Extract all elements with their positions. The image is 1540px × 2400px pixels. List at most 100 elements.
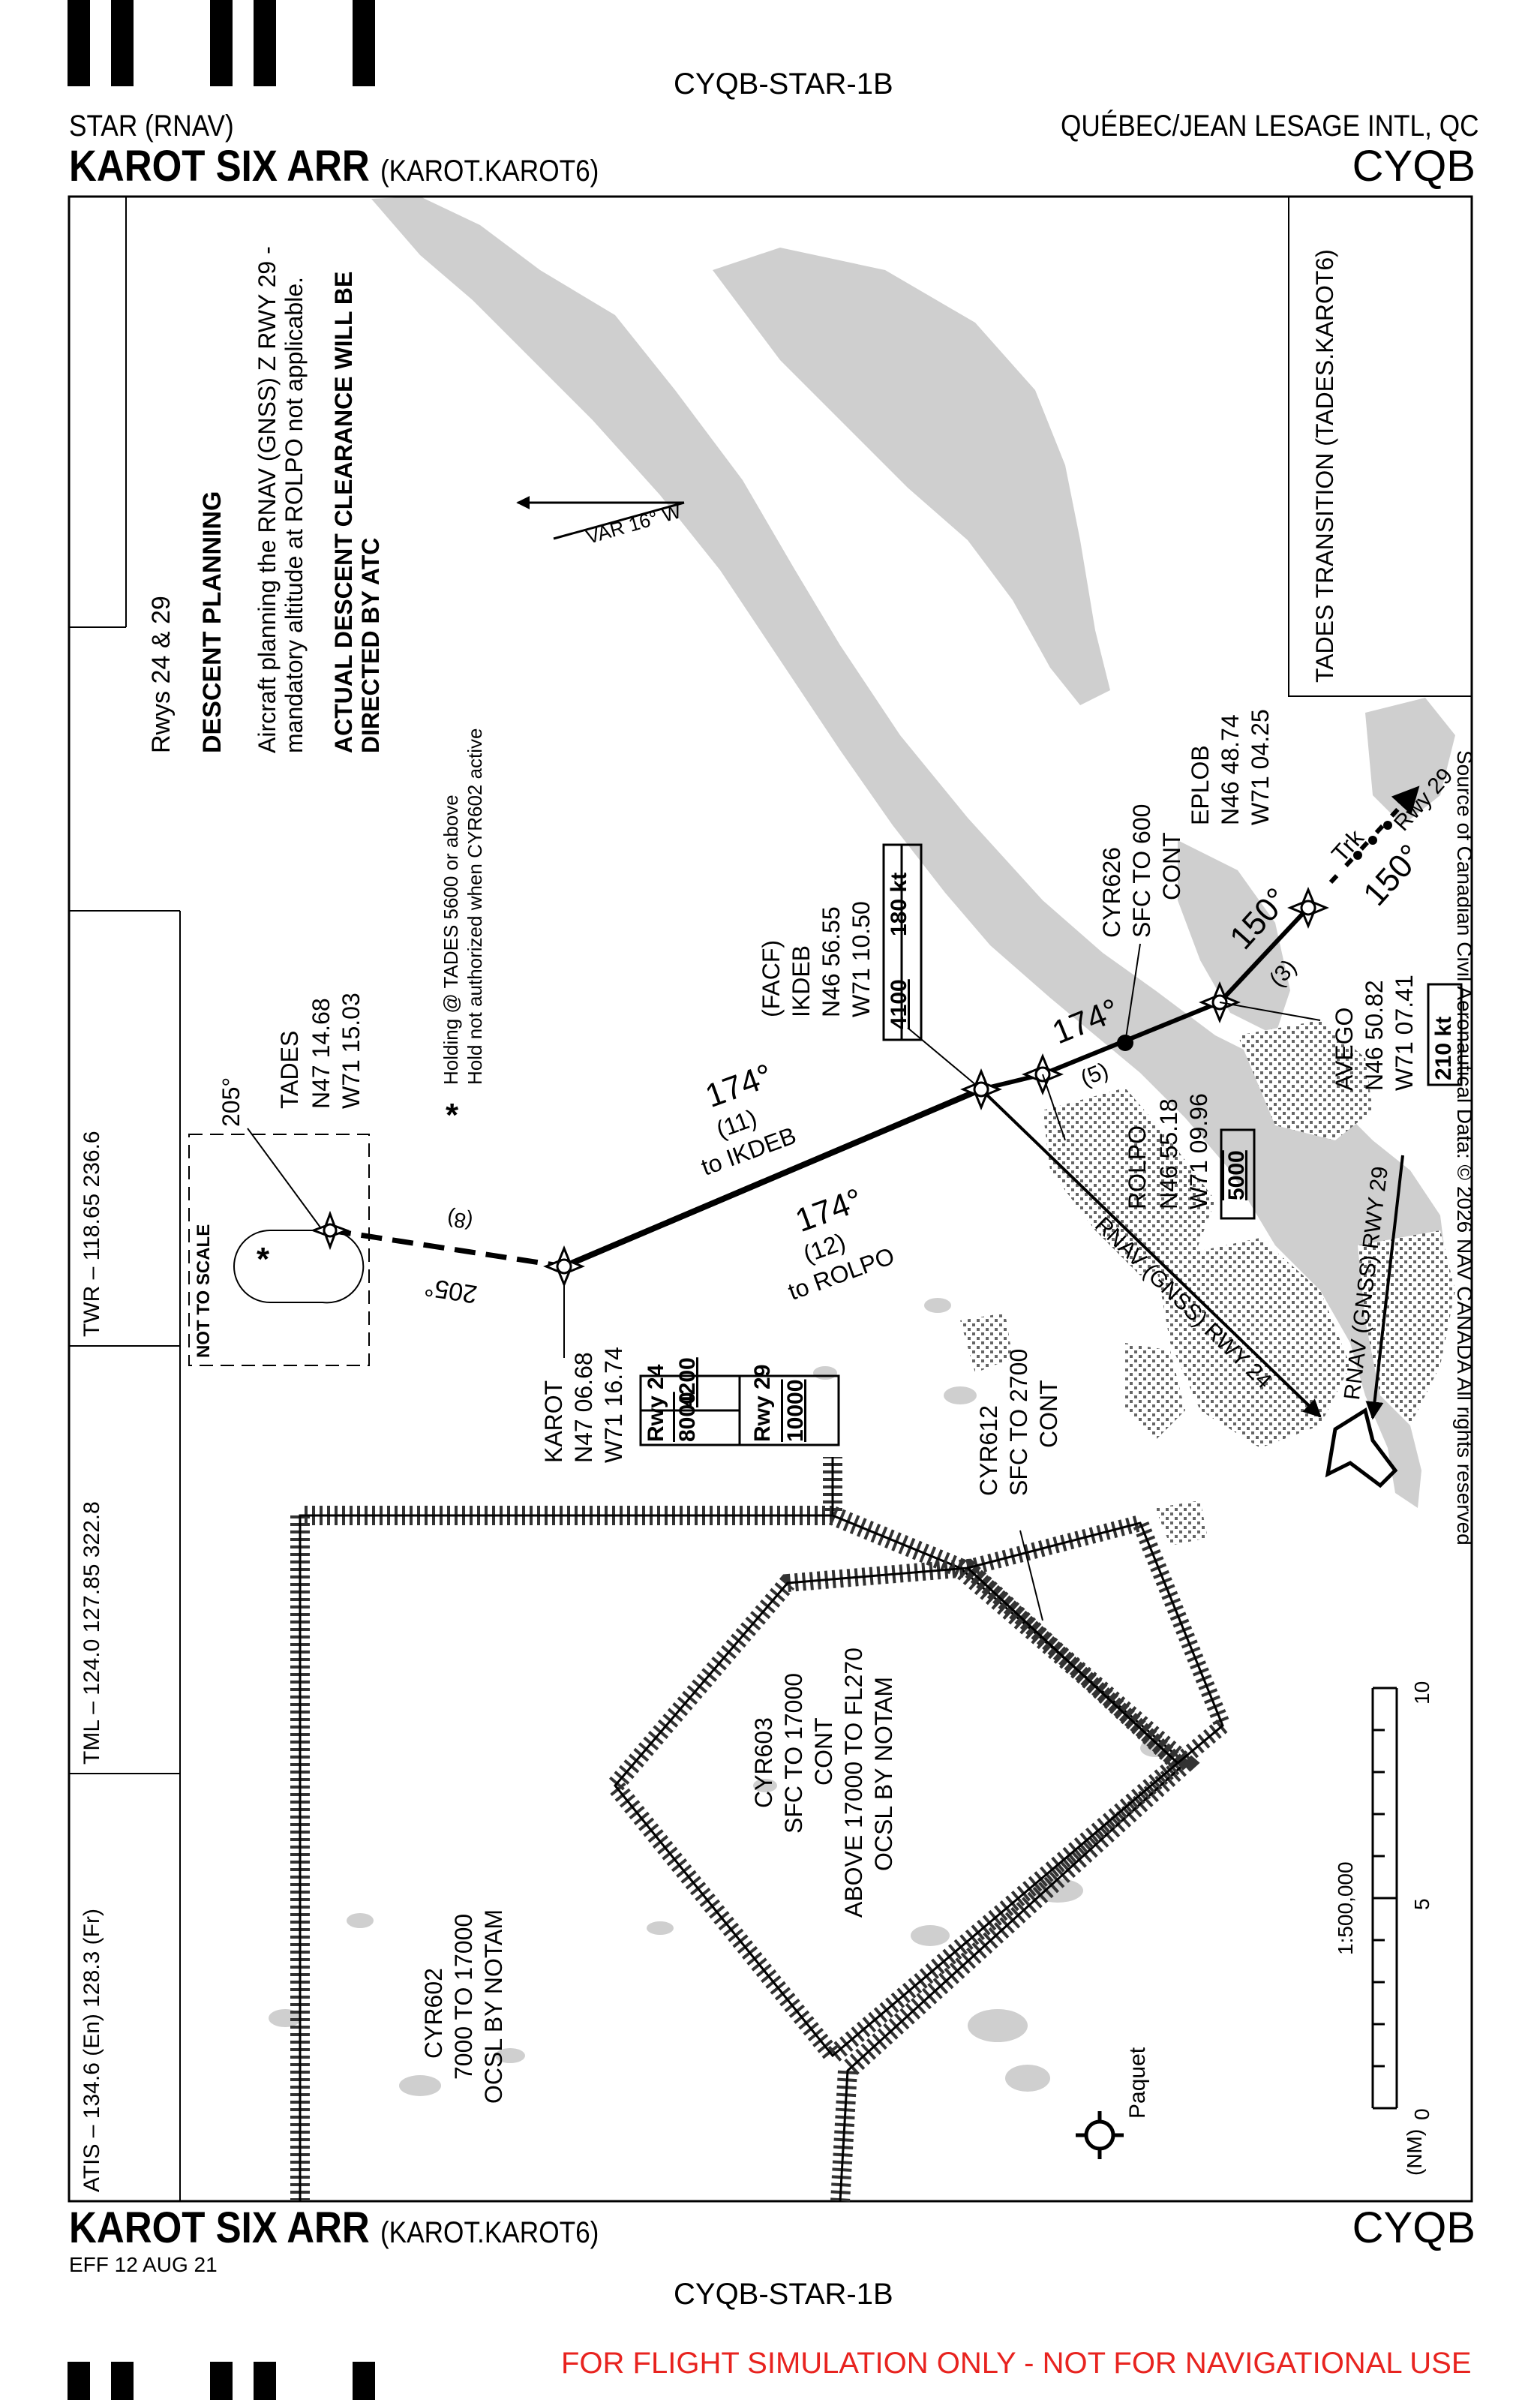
avego-leader [1219,1002,1321,1021]
runway-arrow [1325,1407,1398,1488]
cyr612-status: CONT [1035,1380,1062,1448]
trk-dot [1383,821,1392,830]
cyr603-name: CYR603 [750,1717,777,1808]
trk-dot [1368,836,1377,845]
cyr603-ocsl: OCSL BY NOTAM [870,1676,897,1871]
doc-id-top: CYQB-STAR-1B [674,68,893,101]
registration-bar [68,2362,90,2400]
twr-frequency: TWR – 118.65 236.6 [80,1131,104,1337]
eplob-lon: W71 04.25 [1247,709,1274,825]
not-to-scale-label: NOT TO SCALE [194,1224,214,1358]
comm-strip [69,197,181,2201]
rolpo-altitude: 5000 [1224,1150,1249,1200]
cyr603-above: ABOVE 17000 TO FL270 [840,1648,867,1918]
karot-table-frame [639,843,1463,1446]
descent-note-line1: Aircraft planning the RNAV (GNSS) Z RWY … [254,246,281,753]
paquet-symbol [1076,2111,1124,2159]
sim-disclaimer: FOR FLIGHT SIMULATION ONLY - NOT FOR NAV… [561,2347,1472,2380]
leg-tades-karot [329,1227,565,1269]
scale-ratio: 1:500,000 [1334,1861,1357,1955]
ikdeb-leader [907,1027,982,1090]
cyr612-name: CYR612 [975,1405,1002,1496]
tades-karot-distance: (8) [445,1206,475,1234]
rolpo-lat: N46 55.18 [1155,1098,1182,1209]
registration-bar [68,0,90,86]
tades-transition-label: TADES TRANSITION (TADES.KAROT6) [1311,249,1338,683]
registration-bar [111,0,134,86]
scale-tick-5: 5 [1410,1898,1433,1910]
ikdeb-lon: W71 10.50 [848,901,875,1017]
cyr626-leader [1124,943,1141,1044]
registration-bar [210,2362,233,2400]
effective-date: EFF 12 AUG 21 [69,2253,218,2276]
paquet-label: Paquet [1125,2047,1150,2119]
transition-box [1288,196,1472,697]
procedure-code: (KAROT.KAROT6) [380,155,599,188]
restricted-airspace [290,1457,1233,2202]
procedure-title: KAROT SIX ARR (KAROT.KAROT6) [69,141,599,191]
cyr603-limits: SFC TO 17000 [780,1672,807,1834]
registration-bar [353,2362,375,2400]
karot-rwy24-alt-bottom: 4200 [675,1357,700,1407]
rolpo-name: ROLPO [1124,1125,1151,1209]
holding-asterisk: * [446,1097,459,1134]
karot-lon: W71 16.74 [600,1347,627,1463]
atc-note-line2: DIRECTED BY ATC [357,537,384,753]
avego-lat: N46 50.82 [1361,980,1388,1091]
tades-lon: W71 15.03 [338,993,365,1109]
footer-procedure-code: (KAROT.KAROT6) [380,2216,599,2249]
variation-arrow [516,496,685,540]
cyr602-ocsl: OCSL BY NOTAM [480,1909,507,2104]
holding-note-line1: Holding @ TADES 5600 or above [440,794,462,1085]
cyr612-limits: SFC TO 2700 [1005,1348,1032,1496]
karot-lat: N47 06.68 [570,1352,597,1463]
cyr626-name: CYR626 [1098,847,1125,938]
ikdeb-lat: N46 56.55 [818,906,845,1017]
scale-tick-10: 10 [1410,1681,1433,1705]
hold-asterisk: * [257,1241,270,1278]
procedure-type: STAR (RNAV) [69,110,234,143]
tades-lat: N47 14.68 [308,998,335,1109]
trk-dot [1353,851,1362,860]
ikdeb-facf: (FACF) [758,939,785,1017]
descent-note-line2: mandatory altitude at ROLPO not applicab… [281,276,308,753]
holding-pattern [233,1230,365,1304]
leg-karot-ikdeb [563,1086,983,1269]
hold-inbound [247,1128,323,1231]
atc-note-line1: ACTUAL DESCENT CLEARANCE WILL BE [330,271,357,753]
leg-rnav24 [980,1088,1322,1418]
procedure-name: KAROT SIX ARR [69,142,370,191]
ikdeb-name: IKDEB [788,945,815,1017]
airport-name: QUÉBEC/JEAN LESAGE INTL, QC [1060,110,1478,143]
avego-name: AVEGO [1331,1007,1358,1091]
cyr602-limits: 7000 TO 17000 [450,1913,477,2080]
karot-rwy24-label: Rwy 24 [644,1364,668,1442]
footer-procedure-name: KAROT SIX ARR [69,2203,370,2252]
rwys-note: Rwys 24 & 29 [147,596,176,753]
cyr626-status: CONT [1158,832,1185,900]
water-features [269,197,1455,2096]
footer-title: KAROT SIX ARR (KAROT.KAROT6) [69,2203,599,2253]
leg-rnav29 [1365,1155,1404,1420]
registration-bar [210,0,233,86]
tades-hold-course: 205° [218,1077,245,1127]
cyr602-name: CYR602 [420,1968,447,2059]
scale-tick-0: 0 [1410,2108,1433,2120]
registration-bar [111,2362,134,2400]
footer-icao-code: CYQB [1352,2203,1475,2252]
registration-bar [254,0,276,86]
doc-id-bottom: CYQB-STAR-1B [674,2278,893,2311]
urban-areas [960,1020,1455,1545]
cyr612-leader [1019,1530,1043,1621]
avego-lon: W71 07.41 [1391,975,1418,1091]
registration-bar [353,0,375,86]
karot-name: KAROT [540,1380,567,1463]
ikdeb-speed: 180 kt [887,872,911,936]
karot-rwy29-label: Rwy 29 [750,1364,775,1442]
icao-code: CYQB [1352,142,1475,191]
source-note: Source of Canadian Civil Aeronautical Da… [1453,750,1476,1545]
registration-bar [254,2362,276,2400]
rolpo-leader [1042,1074,1066,1141]
not-to-scale-box [188,1134,370,1366]
avego-speed: 210 kt [1431,1016,1456,1080]
